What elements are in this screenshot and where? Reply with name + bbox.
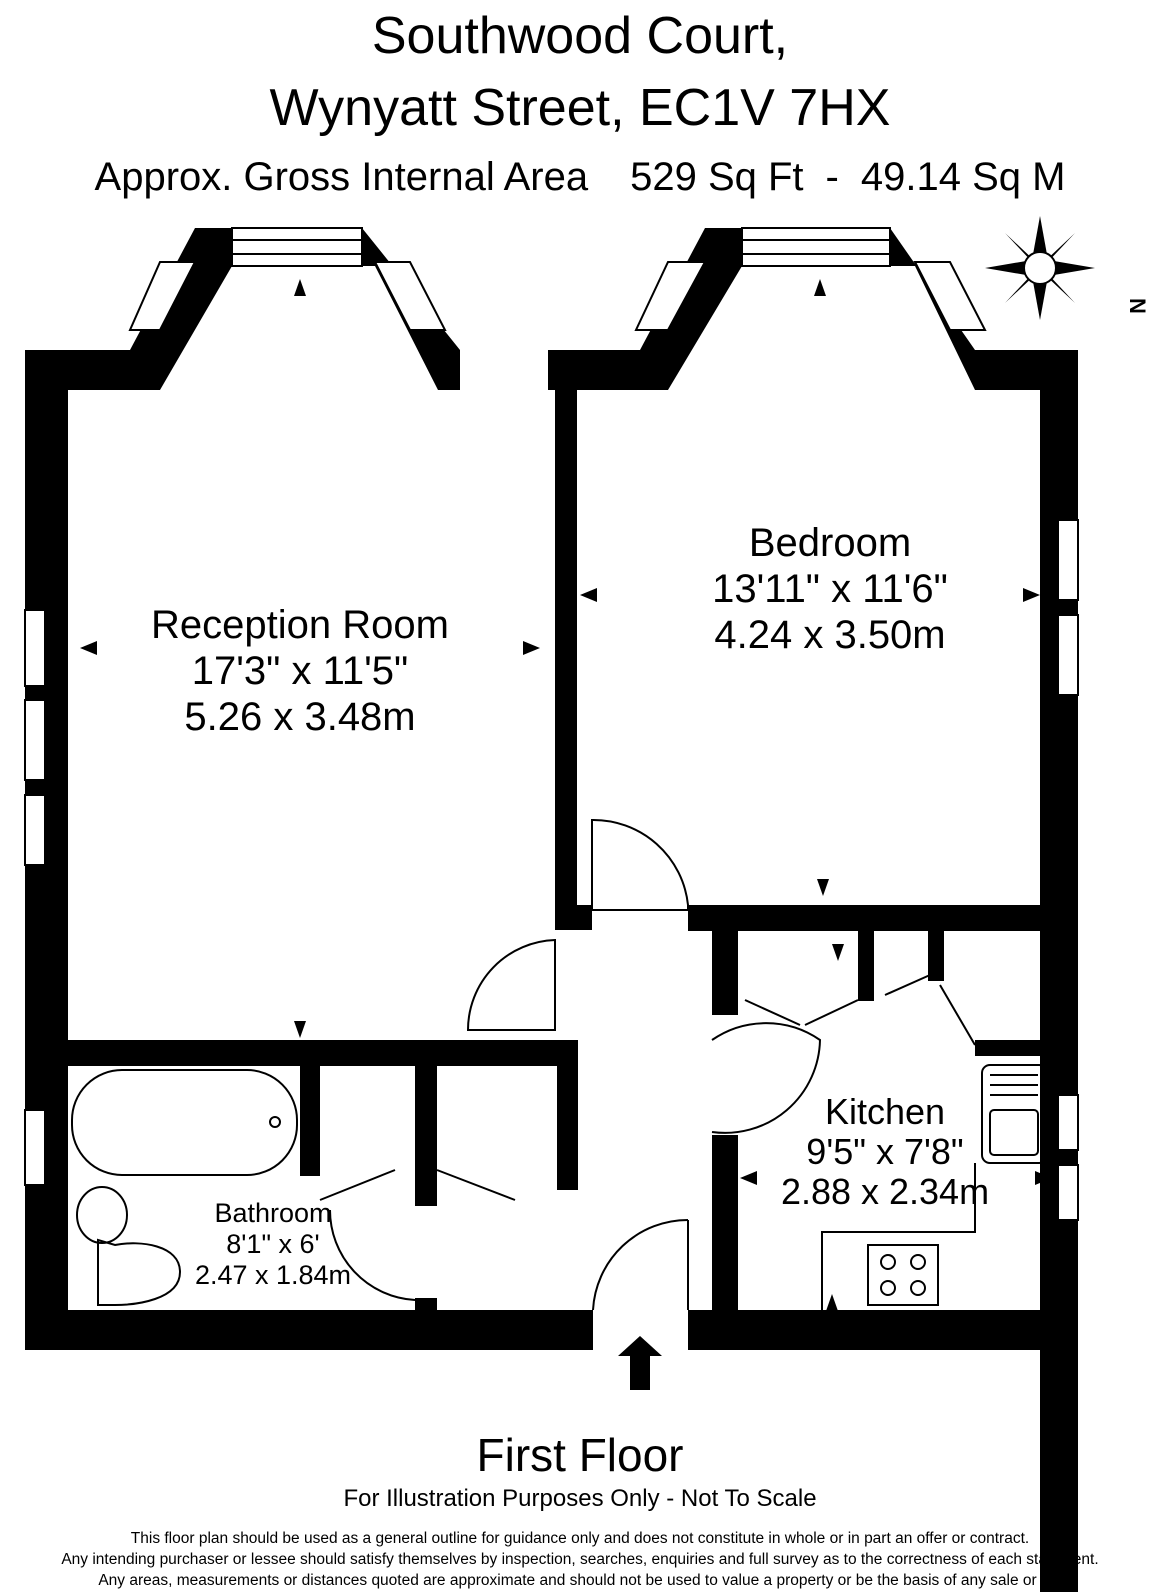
bedroom-name: Bedroom — [748, 521, 912, 565]
wall-reception-end — [577, 905, 592, 930]
area-label: Approx. Gross Internal Area — [94, 155, 589, 199]
wall-bath-stub-1 — [300, 1066, 320, 1176]
doors — [319, 818, 976, 1311]
walls — [25, 228, 1078, 1592]
wall-kitchen-left — [712, 905, 738, 1015]
window-bedroom-top — [741, 227, 891, 267]
cupboard-door-3 — [939, 984, 976, 1046]
wall-bottom-right — [688, 1310, 1078, 1350]
wall-bedroom-bay — [548, 228, 1078, 1592]
cupboard-door-1a — [744, 999, 801, 1026]
disclaimer-line: Any intending purchaser or lessee should… — [61, 1551, 1099, 1568]
window-bedroom-bay-right — [913, 261, 987, 331]
disclaimer: This floor plan should be used as a gene… — [0, 1528, 1160, 1591]
area-sqft: 529 Sq Ft — [630, 155, 804, 199]
door-reception — [466, 938, 556, 1031]
cupboard-door-2 — [884, 974, 931, 996]
wall-kitchen-left-lower — [712, 1135, 738, 1310]
window-reception-bay-right — [373, 261, 447, 331]
windows — [24, 227, 1079, 1221]
kitchen-metric: 2.88 x 2.34m — [780, 1171, 990, 1212]
bathroom-basin — [76, 1186, 128, 1244]
fixtures — [71, 1064, 1048, 1310]
reception-metric: 5.26 x 3.48m — [184, 695, 416, 739]
window-kitchen-side-1 — [1057, 1094, 1079, 1151]
hob-icon — [867, 1244, 939, 1306]
wall-reception-bottom — [68, 1040, 578, 1066]
kitchen-imperial: 9'5" x 7'8" — [806, 1131, 964, 1172]
cupboard-door-1b — [804, 999, 859, 1026]
address-line-2: Wynyatt Street, EC1V 7HX — [269, 79, 891, 137]
bathtub — [71, 1069, 298, 1176]
wall-bottom-left — [25, 1310, 593, 1350]
bathroom-metric: 2.47 x 1.84m — [194, 1260, 352, 1290]
bathroom-name: Bathroom — [214, 1198, 332, 1228]
window-bathroom-side — [24, 1109, 46, 1186]
wall-kitchen-right-end — [975, 1040, 1055, 1056]
address-line-1: Southwood Court, — [371, 7, 789, 65]
window-bedroom-side-1 — [1057, 519, 1079, 601]
window-reception-bay-left — [128, 261, 197, 331]
entrance-arrow-icon — [618, 1336, 662, 1390]
wall-bath-bottom-stub — [415, 1298, 437, 1312]
wall-bedroom-bottom — [688, 905, 1055, 931]
wall-hall-right — [557, 1040, 578, 1190]
door-kitchen — [711, 1022, 822, 1134]
bedroom-imperial: 13'11" x 11'6" — [712, 567, 948, 611]
window-reception-side-3 — [24, 794, 46, 866]
bath-cupboard-door-2 — [436, 1169, 516, 1201]
door-bedroom — [591, 818, 689, 911]
compass-north-label: N — [1125, 298, 1150, 314]
illustration-note: For Illustration Purposes Only - Not To … — [343, 1485, 817, 1512]
door-bathroom — [328, 1209, 416, 1301]
reception-name: Reception Room — [151, 603, 449, 647]
window-bedroom-side-2 — [1057, 614, 1079, 696]
kitchen-name: Kitchen — [824, 1091, 946, 1132]
window-reception-top — [231, 227, 363, 267]
window-reception-side-1 — [24, 609, 46, 687]
area-sqm: 49.14 Sq M — [860, 155, 1066, 199]
wall-kitchen-stub — [688, 905, 712, 931]
floor-name: First Floor — [476, 1429, 684, 1481]
window-reception-side-2 — [24, 699, 46, 781]
room-label-bathroom: Bathroom 8'1" x 6' 2.47 x 1.84m — [178, 1198, 368, 1291]
door-entrance — [592, 1218, 689, 1311]
room-label-reception: Reception Room 17'3" x 11'5" 5.26 x 3.48… — [130, 602, 470, 740]
wall-cupboard-stub-1 — [858, 931, 874, 1001]
bedroom-metric: 4.24 x 3.50m — [714, 613, 946, 657]
toilet-icon — [97, 1238, 182, 1306]
room-label-bedroom: Bedroom 13'11" x 11'6" 4.24 x 3.50m — [680, 520, 980, 658]
window-bedroom-bay-left — [634, 261, 707, 331]
wall-bath-stub-2 — [415, 1066, 437, 1206]
disclaimer-line: Any areas, measurements or distances quo… — [98, 1572, 1062, 1589]
wall-cupboard-stub-2 — [928, 931, 944, 981]
kitchen-counter — [821, 1163, 976, 1310]
compass-rose-icon — [985, 216, 1095, 320]
disclaimer-line: This floor plan should be used as a gene… — [130, 1530, 1030, 1547]
window-kitchen-side-2 — [1057, 1164, 1079, 1221]
kitchen-sink — [981, 1064, 1048, 1164]
gross-internal-area: Approx. Gross Internal Area 529 Sq Ft-49.… — [0, 152, 1160, 202]
room-label-kitchen: Kitchen 9'5" x 7'8" 2.88 x 2.34m — [755, 1092, 1015, 1212]
area-separator: - — [825, 155, 839, 199]
measurement-arrows — [80, 279, 1052, 1311]
wall-left-lower — [25, 1040, 68, 1350]
reception-imperial: 17'3" x 11'5" — [191, 649, 409, 693]
wall-reception-bedroom — [555, 390, 577, 930]
bathroom-imperial: 8'1" x 6' — [226, 1229, 320, 1259]
bath-cupboard-door-1 — [319, 1169, 396, 1201]
